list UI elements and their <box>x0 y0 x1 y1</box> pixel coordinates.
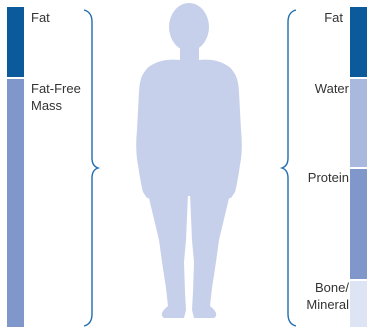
head <box>169 3 209 51</box>
right-brace <box>282 10 296 326</box>
human-silhouette <box>136 3 242 318</box>
torso <box>142 60 237 196</box>
left-leg <box>148 194 188 318</box>
right-leg <box>190 194 230 318</box>
left-brace <box>84 10 98 326</box>
